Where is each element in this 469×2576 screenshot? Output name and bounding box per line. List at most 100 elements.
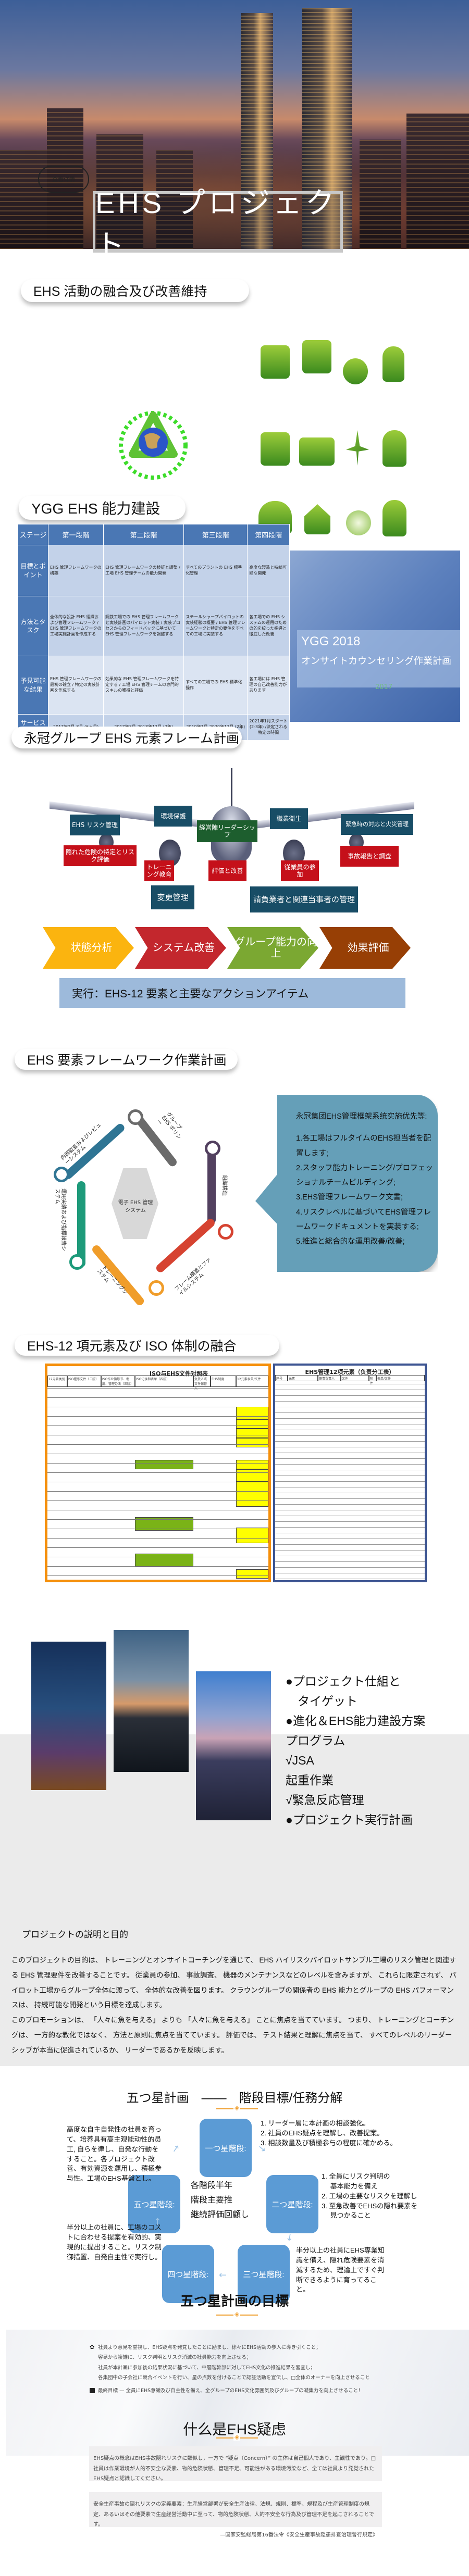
concern-definition-box: EHS疑点の概念はEHS事故隠れリスクに類似し，一方で “疑点（Concern）… [89, 2446, 382, 2482]
table-cell: 鋼鉄工場での EHS 管理フレームワークと実装計画のパイロット実装 / 実装プロ… [103, 596, 184, 656]
photo-city-dusk [196, 1671, 271, 1820]
building [360, 140, 401, 249]
column-header: 第三段階 [183, 524, 248, 545]
row-header: 目標とポイント [18, 545, 48, 596]
callout-item: 3.EHS管理フレームワーク文書; [296, 1193, 403, 1202]
callout-item: 1.各工場はフルタイムのEHS担当者を配置します; [296, 1134, 431, 1158]
column-header: 序号 [275, 1375, 288, 1381]
leaf-house-icon [304, 504, 330, 534]
hero-title: EHS プロジェクト [95, 186, 338, 261]
eco-car-sprout-icon [261, 345, 290, 379]
tag-contractor-management: 請負業者と関連当事者の管理 [250, 886, 358, 912]
bullet-item: ●プロジェクト実行計画 [286, 1812, 413, 1827]
tag-change-management: 変更管理 [151, 885, 194, 909]
bullet-item: プログラム [286, 1733, 345, 1747]
column-header: ISO作业指导书、制度、管理办法（三阶） [101, 1375, 135, 1387]
column-header: 12元素表单/文件 [236, 1375, 268, 1387]
note-line: 1. リーダー層に本計画の相談強化。 [261, 2119, 370, 2127]
priority-callout [255, 1095, 438, 1272]
bulb-leaves-icon [382, 430, 406, 467]
wind-turbine-icon [346, 430, 369, 466]
eco-car-leaf-icon [261, 432, 290, 466]
arrow-icon: → [283, 2232, 296, 2242]
section-heading-iso: EHS-12 項元素及び ISO 体制の融合 [15, 1335, 279, 1356]
node-ring [218, 1224, 233, 1240]
center-bullet: 各階段半年 [191, 2181, 233, 2190]
table-row: 予見可能な結果 EHS 管理フレームワークの最初の確立 / 特定の実装計画を作成… [18, 656, 290, 715]
node-ring [69, 1254, 85, 1270]
building [156, 150, 193, 249]
callout-item: 4.リスクレベルに基づいてEHS管理フレームワークドキュメントを実装する; [296, 1208, 431, 1231]
building [406, 114, 469, 249]
process-step-system-improvement: システム改善 [135, 927, 226, 969]
stage-center-bullets: 各階段半年 階段主要推 継続評価回顧し [191, 2179, 249, 2222]
final-goal: 最終目標 — 全員にEHS意識及び自主性を備え、全グループのEHS文化雰囲気及び… [98, 2388, 363, 2394]
note-line: 3. 相談数量及び積極参与の程度に確かめる。 [261, 2139, 397, 2147]
stage-two-notes: 1. 全員にリスク判明の 基本能力を備え 2. 工場の主要なリスクを理解し 3.… [322, 2172, 426, 2221]
tag-ehs-risk-management: EHS リスク管理 [70, 815, 120, 835]
table-cell: 全体的な設計 EHS 組織および管理フレームワーク / EHS 管理フレームワー… [47, 596, 104, 656]
hexagon-label: 電子 EHS 管理システム [118, 1200, 153, 1214]
project-description-title: プロジェクトの説明と目的 [22, 1930, 128, 1940]
goals-title: 五つ星計画の目標 [180, 2293, 289, 2309]
title-divider [216, 2104, 258, 2111]
callout-title: 永冠集团EHS管理框架系统实施优先等: [296, 1112, 427, 1121]
row-header: 予見可能な結果 [18, 656, 48, 715]
table-grid-lines [47, 1387, 268, 1580]
table-cell: 各工場には EHS 管理の自己改善能力があります [247, 656, 290, 715]
green-house-icon [299, 437, 335, 466]
briefcase-icon [90, 2388, 95, 2393]
note-line: 3. 至急改善でEHSの隠れ要素を [322, 2202, 418, 2210]
bullet-item: √JSA [286, 1753, 314, 1767]
table-header-row: ステージ 第一段階 第二段階 第三段階 第四段階 [18, 524, 290, 545]
stage-four-notes: 半分以上の社員に、工場のコストに合わせる提案を有効的、実現的に提出すること。リス… [67, 2223, 162, 2261]
goal-item: 各集団中の子会社に競合イベントを行い、星の点数を付けることで認証活動を宣伝し、□… [98, 2375, 370, 2381]
node-ring [54, 1167, 69, 1182]
goals-list: 社員より意見を重視し、EHS疑点を発覚したことに励まし、徐々にEHS活動の参入に… [98, 2343, 431, 2383]
column-header: 12元素类别 [47, 1375, 67, 1387]
note-line: 1. 全員にリスク判明の [322, 2172, 390, 2180]
capability-stage-table: ステージ 第一段階 第二段階 第三段階 第四段階 目標とポイント EHS 管理フ… [18, 524, 290, 741]
ygg-cover-year: 2017 [375, 683, 393, 691]
ehs-12-elements-table: EHS管理12项元素（负责分工表） 序号 元素 职责负责人 文件 附件 表单/文… [273, 1364, 427, 1582]
iso-ehs-comparison-table: ISO与EHS文件对照表 12元素类别 ISO程序文件（二阶） ISO作业指导书… [45, 1364, 271, 1582]
node-ring [149, 1280, 164, 1296]
bullet-item: √緊急反応管理 [286, 1793, 364, 1807]
bullet-item: 起重作業 [286, 1773, 334, 1787]
five-star-title: 五つ星計画 —— 階段目標/任務分解 [126, 2091, 343, 2105]
row-header: 方法とタスク [18, 596, 48, 656]
table-title: EHS管理12项元素（负责分工表） [305, 1369, 395, 1375]
tag-emergency-fire: 緊急時の対応と火災管理 [341, 814, 413, 835]
hero-title-frame: EHS プロジェクト [93, 186, 343, 261]
plane-tail [231, 768, 232, 807]
stage-two-star: 二つ星階段: [266, 2175, 318, 2233]
table-cell: EHS 管理フレームワークの検証と調整 / 工場 EHS 管理チームの能力開発 [103, 545, 184, 596]
spoke-label: 組織構造 [221, 1175, 227, 1196]
callout-item: 5.推進と総合的な運用改善/改善; [296, 1237, 405, 1246]
view-details-button[interactable]: 查看详情 [38, 166, 89, 193]
center-bullet: 継続評価回顧し [191, 2210, 250, 2219]
column-header: 负责人或文件保管人 [193, 1375, 211, 1391]
tag-leadership: 経営陣リーダーシップ [197, 820, 257, 842]
column-header: 第一段階 [47, 524, 104, 545]
photo-city-tower [31, 1642, 106, 1790]
tower-right [302, 8, 352, 249]
table-cell: 各工場での EHS システムの運用のための的を絞った指導と徹底した改善 [247, 596, 290, 656]
goal-item: 社員が本計画に参加後の結果状況に基づいて、中層階幹部に対してEHS文化の推進結果… [98, 2365, 316, 2371]
table-cell: 効果的な EHS 管理フレームワークを特定する / 工場 EHS 管理チームの専… [103, 656, 184, 715]
spoke-label: 運用実績および指標報告システム [54, 1189, 66, 1251]
stage-five-notes: 高度な自主自発性の社員を育って、培养具有高主观能动性的员工, 自らを律し、自発な… [67, 2125, 162, 2183]
regulation-citation: —国家安監総局第16番法令《安全生産事故隠患排查治理暫行規定》 [220, 2532, 378, 2538]
column-header: 附件 [369, 1375, 376, 1385]
stage-three-star: 三つ星階段: [238, 2245, 290, 2303]
section-heading-capability: YGG EHS 能力建設 [19, 496, 186, 520]
spiral-bulb-icon [382, 500, 406, 536]
project-description: このプロジェクトの目的は、 トレーニングとオンサイトコーチングを通じて、 EHS… [0, 1943, 469, 2066]
hero-banner [0, 0, 469, 249]
center-bullet: 階段主要推 [191, 2196, 233, 2205]
column-header: EHS制度 [211, 1375, 236, 1387]
description-paragraph: このプロモーションは、 「人々に魚を与える」 よりも 「人々に魚を与える」 こと… [11, 2016, 454, 2054]
column-header: 元素 [288, 1375, 318, 1381]
column-header: 表单/文件 [376, 1375, 425, 1381]
tag-environmental-protection: 環境保護 [154, 806, 192, 827]
